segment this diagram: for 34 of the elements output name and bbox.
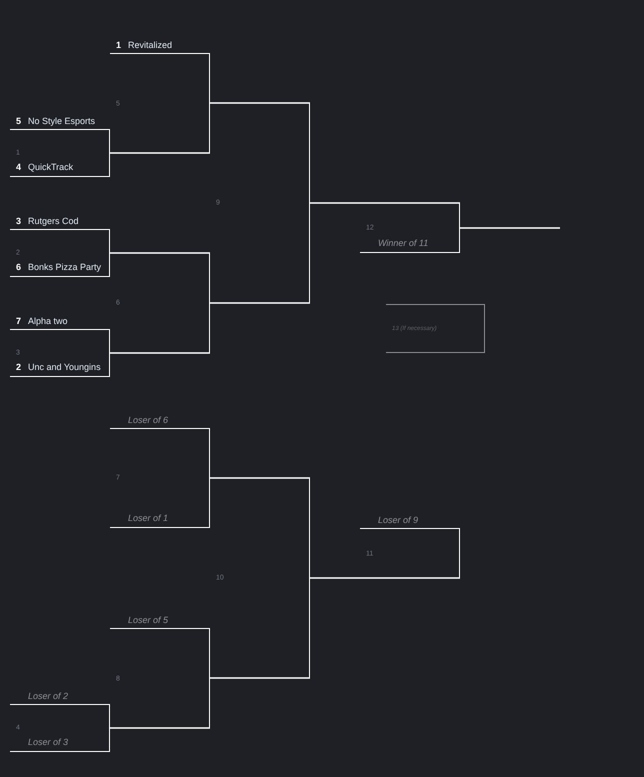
placeholder-label: Loser of 1 bbox=[128, 512, 168, 524]
bracket-line bbox=[210, 102, 310, 104]
placeholder-label: Loser of 3 bbox=[28, 736, 68, 748]
seed-number: 5 bbox=[16, 115, 22, 127]
match-bracket bbox=[360, 203, 460, 253]
bracket-line bbox=[110, 252, 210, 254]
bracket-line bbox=[210, 677, 310, 679]
seed-number: 7 bbox=[16, 315, 22, 327]
match-bracket bbox=[386, 304, 485, 353]
placeholder-label: Winner of 11 bbox=[378, 237, 428, 249]
placeholder-label: Loser of 9 bbox=[378, 514, 418, 526]
bracket-line bbox=[310, 577, 460, 579]
placeholder-label: Loser of 5 bbox=[128, 614, 168, 626]
seed-number: 1 bbox=[116, 39, 122, 51]
seed-number: 4 bbox=[16, 161, 22, 173]
seed-number: 2 bbox=[16, 361, 22, 373]
bracket-line bbox=[110, 352, 210, 354]
seed-number: 6 bbox=[16, 261, 22, 273]
team-name: Rutgers Cod bbox=[28, 215, 79, 227]
team-name: Unc and Youngins bbox=[28, 361, 101, 373]
bracket-line bbox=[110, 152, 210, 154]
team-name: Revitalized bbox=[128, 39, 172, 51]
team-name: QuickTrack bbox=[28, 161, 74, 173]
placeholder-label: Loser of 2 bbox=[28, 690, 68, 702]
seed-number: 3 bbox=[16, 215, 22, 227]
bracket-line bbox=[110, 727, 210, 729]
bracket-line bbox=[210, 302, 310, 304]
team-name: Alpha two bbox=[28, 315, 68, 327]
placeholder-label: Loser of 6 bbox=[128, 414, 168, 426]
bracket-line bbox=[460, 227, 560, 229]
bracket-line bbox=[210, 477, 310, 479]
team-name: Bonks Pizza Party bbox=[28, 261, 102, 273]
bracket-line bbox=[310, 202, 460, 204]
team-name: No Style Esports bbox=[28, 115, 96, 127]
